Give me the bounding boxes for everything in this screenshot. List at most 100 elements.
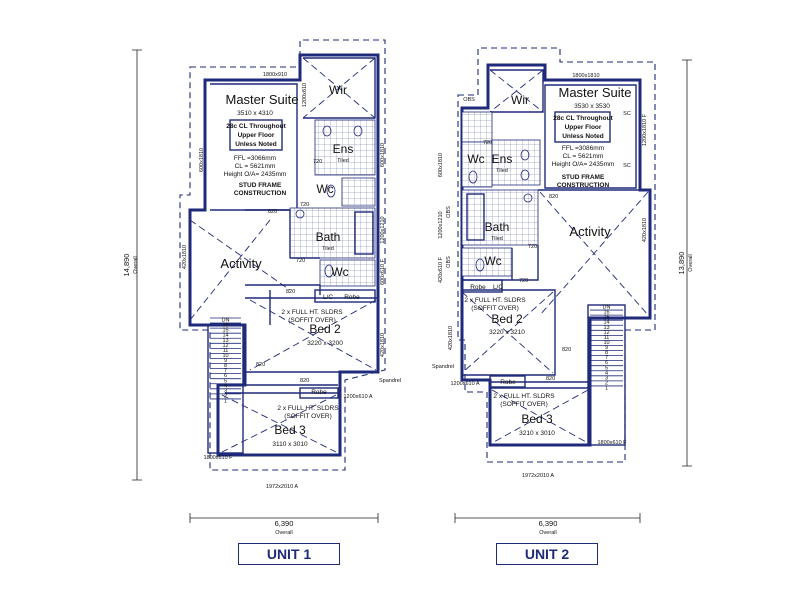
unit-2-level-cl: CL = 5621mm	[563, 153, 604, 160]
unit-1-bed3-dim: 3110 x 3010	[272, 441, 308, 448]
unit-1-master-suite-label: Master Suite	[226, 92, 299, 107]
unit-1-overall-height-sub: Overall	[133, 256, 139, 273]
unit-1-door-1: 720	[313, 159, 322, 165]
unit-2-overall-width: 6,390	[539, 519, 558, 528]
unit-1-level-height: Height O/A= 2435mm	[224, 171, 287, 178]
stair-number: 4	[224, 383, 227, 389]
unit-2-lc-label: L/C	[493, 284, 503, 291]
unit-2-ceiling-note-2: Upper Floor	[565, 124, 602, 131]
unit-1-door-2: 820	[268, 209, 277, 215]
unit-2-door-6: 820	[546, 376, 555, 382]
stair-number: 6	[224, 373, 227, 379]
stair-number: 2	[605, 380, 608, 386]
stair-number: 14	[222, 333, 228, 339]
unit-2-window-obs2: OBS	[446, 206, 452, 218]
stair-number: 11	[223, 348, 229, 354]
unit-2-bed3-dim: 3210 x 3010	[519, 430, 555, 437]
unit-1-door-5: 820	[286, 289, 295, 295]
unit-2-stud-note-1: STUD FRAME	[562, 174, 605, 181]
unit-2-overall-height-sub: Overall	[688, 254, 694, 271]
stair-number: 12	[603, 330, 609, 336]
unit-2-sliders-1: 2 x FULL HT. SLDRS	[464, 297, 526, 304]
unit-1-bath-label: Bath	[316, 230, 341, 244]
unit-2-stud-note-2: CONSTRUCTION	[557, 182, 610, 189]
unit-1-ceiling-note-1: 28c CL Throughout	[226, 123, 286, 130]
unit-2-door-3: 720	[528, 244, 537, 250]
unit-1-window-right3: 600x610 F	[380, 258, 386, 285]
unit-1-lc-label: L/C	[323, 294, 333, 301]
unit-2-wc-label: Wc	[467, 152, 484, 166]
unit-2-door-4: 720	[519, 278, 528, 284]
stair-number: 16	[222, 323, 228, 329]
stair-number: 12	[222, 343, 228, 349]
unit-1-spandrel: Spandrel	[379, 378, 401, 384]
unit-2-wc2-label: Wc	[484, 254, 501, 268]
unit-2-window-obs1: OBS	[463, 97, 475, 103]
unit-2-ens-label: Ens	[492, 152, 513, 166]
unit-2-activity-label: Activity	[569, 224, 611, 239]
unit-2-bed2-label: Bed 2	[491, 312, 523, 326]
stair-number: 13	[603, 325, 609, 331]
unit-1-sliders2-1: 2 x FULL HT. SLDRS	[277, 405, 339, 412]
unit-1-bed2-dim: 3220 x 3200	[307, 340, 343, 347]
unit-1-overall-height: 14,890	[122, 254, 131, 277]
stair-number: 11	[604, 335, 610, 341]
stair-number: 3	[605, 375, 608, 381]
stair-number: 1	[224, 399, 227, 405]
unit-1-label: UNIT 1	[238, 543, 340, 565]
unit-1-level-cl: CL = 5621mm	[235, 163, 276, 170]
unit-1-bed2-label: Bed 2	[309, 322, 341, 336]
stair-number: 7	[224, 368, 227, 374]
stair-number: 3	[224, 388, 227, 394]
unit-2-window-top: 1800x1810	[572, 73, 599, 79]
unit-1-window-ens: 600x1810	[380, 143, 386, 167]
stair-number: 10	[603, 340, 609, 346]
stair-number: DN	[222, 318, 230, 324]
stair-number: 16	[603, 310, 609, 316]
unit-2-window-left4: 420x610 F	[438, 256, 444, 283]
stair-number: 8	[605, 350, 608, 356]
unit-1-ceiling-note-3: Unless Noted	[235, 141, 277, 148]
unit-2-window-left3: 1200x1210	[438, 211, 444, 238]
unit-2-robe-label: Robe	[470, 284, 486, 291]
unit-2-bed3-label: Bed 3	[521, 412, 553, 426]
unit-1-window-right2: 420x1810	[380, 333, 386, 357]
unit-1-window-top: 1800x910	[263, 72, 287, 78]
stair-number: 15	[222, 328, 228, 334]
stair-number: 7	[605, 355, 608, 361]
unit-1-window-bottom-left: 1800x610 F	[203, 455, 233, 461]
stair-number: 10	[222, 353, 228, 359]
unit-2-master-suite-dim: 3530 x 3530	[574, 103, 610, 110]
unit-2-level-height: Height O/A= 2435mm	[552, 161, 615, 168]
stair-number: 4	[605, 370, 608, 376]
unit-1-sliders2-2: (SOFFIT OVER)	[284, 413, 332, 420]
unit-1-wc2-label: Wc	[331, 265, 348, 279]
stair-number: DN	[603, 305, 611, 311]
unit-2-window-bottom: 1972x2010 A	[522, 473, 554, 479]
unit-1-robe-label: Robe	[344, 294, 360, 301]
unit-2-wir-label: Wir	[511, 93, 529, 107]
unit-1-master-suite-dim: 3510 x 4310	[237, 110, 273, 117]
unit-2-window-right1: 1200x1810 F	[642, 113, 648, 146]
unit-2-ceiling-note-1: 28c CL Throughout	[553, 115, 613, 122]
unit-1-stud-note-1: STUD FRAME	[239, 182, 282, 189]
unit-2-window-bottom-left: 1200x610 A	[450, 381, 479, 387]
stair-number: 1	[605, 386, 608, 392]
unit-1-window-right: 1200x610 A	[343, 394, 372, 400]
unit-2-bath-label: Bath	[485, 220, 510, 234]
unit-1-level-ffl: FFL =3066mm	[234, 155, 276, 162]
unit-2-bed2-dim: 3220 x 3210	[489, 329, 525, 336]
unit-2-overall-width-sub: Overall	[539, 530, 556, 536]
unit-2-bath-tiled: Tiled	[491, 236, 503, 242]
unit-1-activity-label: Activity	[220, 256, 262, 271]
unit-1-wir-label: Wir	[329, 83, 347, 97]
unit-1-door-4: 720	[296, 258, 305, 264]
unit-2-ens-tiled: Tiled	[496, 168, 508, 174]
unit-1-window-left1: 600x1810	[199, 148, 205, 172]
unit-2-spandrel: Spandrel	[432, 364, 454, 370]
unit-1-sliders-1: 2 x FULL HT. SLDRS	[281, 309, 343, 316]
unit-2-sc2: SC	[623, 163, 631, 169]
stair-number: 5	[224, 378, 227, 384]
unit-1-window-wir: 1200x810	[302, 83, 308, 107]
